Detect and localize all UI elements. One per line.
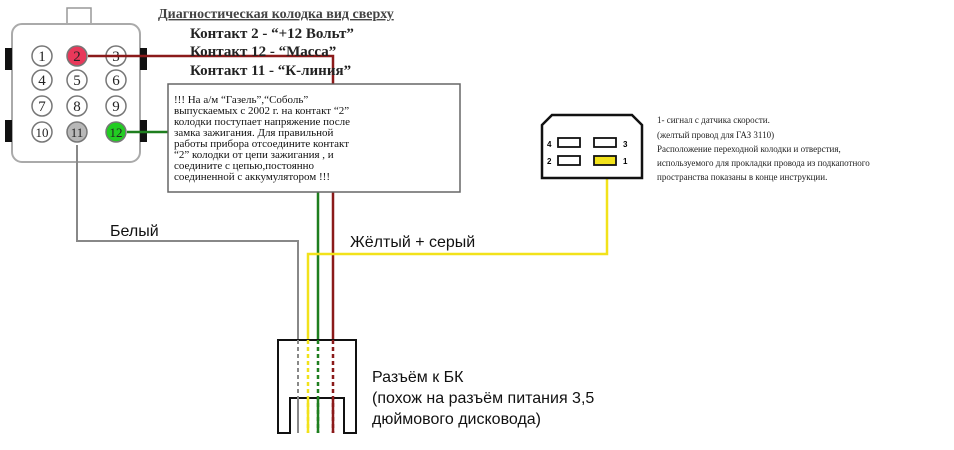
pin-10-label: 10 bbox=[36, 125, 49, 140]
note-lines: !!! На а/м “Газель”,“Соболь” выпускаемых… bbox=[174, 94, 350, 183]
pin-2-circle bbox=[66, 45, 88, 67]
pin-12-circle bbox=[105, 121, 127, 143]
pin-11-label: 11 bbox=[71, 125, 84, 140]
note-line: выпускаемых с 2002 г. на контакт “2” bbox=[174, 105, 349, 117]
header-row-1: Контакт 2 - “+12 Вольт” bbox=[190, 26, 354, 42]
white-wire-label: Белый bbox=[110, 223, 159, 240]
bk-label-line-3: дюймового дисковода) bbox=[372, 411, 541, 428]
pin-4-circle bbox=[31, 69, 53, 91]
pin-5-label: 5 bbox=[73, 73, 81, 89]
pin-11-circle bbox=[66, 121, 88, 143]
header-title: Диагностическая колодка вид сверху bbox=[158, 7, 394, 22]
note-line: !!! На а/м “Газель”,“Соболь” bbox=[174, 94, 308, 106]
pin-9-label: 9 bbox=[112, 99, 120, 115]
pin-8-label: 8 bbox=[73, 99, 81, 115]
pin-7-circle bbox=[31, 95, 53, 117]
adapter-desc-line: Расположение переходной колодки и отверс… bbox=[657, 144, 841, 154]
adapter-connector: 4 3 2 1 bbox=[540, 113, 644, 180]
note-line: колодки поступает напряжение после bbox=[174, 116, 350, 128]
note-box bbox=[167, 83, 461, 193]
red-wire bbox=[88, 54, 335, 433]
pin-5-circle bbox=[66, 69, 88, 91]
pin-1-circle bbox=[31, 45, 53, 67]
adapter-pin-4: 4 bbox=[547, 140, 552, 149]
adapter-pin-3: 3 bbox=[623, 140, 628, 149]
grey-wire bbox=[76, 145, 299, 433]
pin-9-circle bbox=[105, 95, 127, 117]
bk-label-line-1: Разъём к БК bbox=[372, 369, 464, 386]
pin-1-label: 1 bbox=[38, 49, 46, 65]
note-line: соедините с цепью,постоянно bbox=[174, 160, 315, 172]
note-line: работы прибора отсоедините контакт bbox=[174, 138, 349, 150]
pin-10-circle bbox=[31, 121, 53, 143]
pin-8-circle bbox=[66, 95, 88, 117]
adapter-desc-line: пространства показаны в конце инструкции… bbox=[657, 172, 827, 182]
adapter-desc-line: 1- сигнал с датчика скорости. bbox=[657, 115, 770, 125]
adapter-pin-1: 1 bbox=[623, 157, 628, 166]
adapter-desc-line: (желтый провод для ГАЗ 3110) bbox=[657, 130, 774, 140]
adapter-pin-2: 2 bbox=[547, 157, 552, 166]
adapter-desc-line: используемого для прокладки провода из п… bbox=[657, 158, 870, 168]
bk-label-line-2: (похож на разъём питания 3,5 bbox=[372, 390, 594, 407]
pin-6-label: 6 bbox=[112, 73, 120, 89]
pin-7-label: 7 bbox=[38, 99, 46, 115]
header-row-3: Контакт 11 - “К-линия” bbox=[190, 63, 351, 79]
header-row-2: Контакт 12 - “Масса” bbox=[190, 44, 336, 60]
pin-2-label: 2 bbox=[73, 49, 81, 65]
pin-4-label: 4 bbox=[38, 73, 46, 89]
pin-12-label: 12 bbox=[110, 125, 123, 140]
pin-6-circle bbox=[105, 69, 127, 91]
bk-connector bbox=[277, 339, 357, 434]
note-line: “2” колодки от цепи зажигания , и bbox=[174, 149, 334, 161]
note-line: соединенной с аккумулятором !!! bbox=[174, 171, 330, 183]
note-line: замка зажигания. Для правильной bbox=[174, 127, 333, 139]
yellow-grey-wire-label: Жёлтый + серый bbox=[350, 234, 475, 251]
